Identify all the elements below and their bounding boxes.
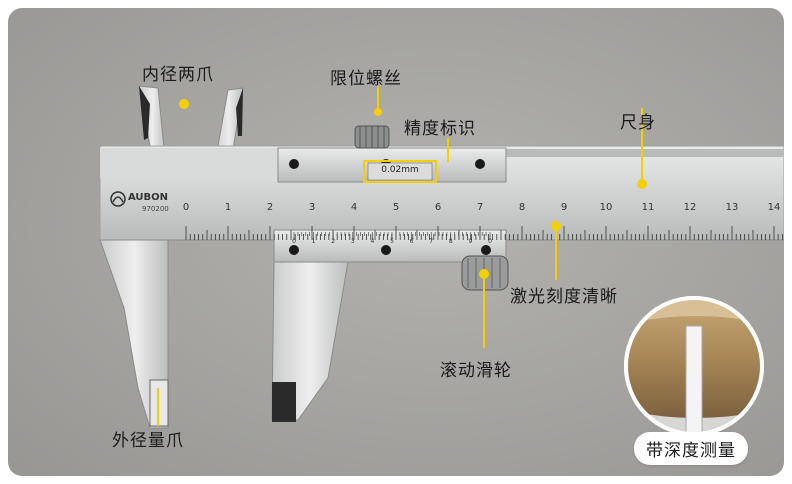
limit-screw bbox=[354, 125, 390, 149]
precision-readout: 0.02mm bbox=[381, 165, 419, 175]
vernier-number: 6 bbox=[409, 238, 414, 245]
main-scale-number: 14 bbox=[767, 202, 781, 213]
label-outer-jaws: 外径量爪 bbox=[112, 431, 184, 451]
main-scale-number: 12 bbox=[683, 202, 697, 213]
upper-slider bbox=[277, 147, 507, 183]
vernier-number: 5 bbox=[390, 238, 394, 245]
main-scale-ticks bbox=[185, 226, 783, 240]
outer-jaws bbox=[99, 239, 349, 429]
vernier-scale-ticks bbox=[293, 232, 491, 240]
brand-model: 970200 bbox=[142, 205, 169, 213]
label-precision: 精度标识 bbox=[404, 119, 476, 139]
main-scale-number: 13 bbox=[725, 202, 739, 213]
main-scale-number: 4 bbox=[350, 202, 358, 213]
vernier-number: 3 bbox=[350, 238, 355, 245]
main-scale-number: 1 bbox=[224, 202, 232, 213]
main-scale-number: 0 bbox=[182, 202, 190, 213]
main-scale-number: 7 bbox=[476, 202, 484, 213]
vernier-number: 1 bbox=[311, 238, 316, 245]
callout-leaders bbox=[157, 86, 647, 426]
label-limit-screw: 限位螺丝 bbox=[330, 69, 402, 89]
main-scale-number: 5 bbox=[392, 202, 400, 213]
main-scale-number: 6 bbox=[434, 202, 442, 213]
depth-inset bbox=[624, 296, 764, 436]
label-main-scale: 尺身 bbox=[620, 113, 656, 133]
vernier-number: 2 bbox=[331, 238, 336, 245]
main-scale-number: 2 bbox=[266, 202, 274, 213]
main-scale-number: 10 bbox=[599, 202, 613, 213]
main-scale-number: 9 bbox=[560, 202, 568, 213]
brand-name: AUBON bbox=[128, 192, 169, 203]
main-scale-number: 11 bbox=[641, 202, 655, 213]
vernier-number: 0 bbox=[292, 238, 296, 245]
main-scale-beam bbox=[99, 145, 784, 241]
label-laser-engraving: 激光刻度清晰 bbox=[510, 287, 618, 307]
vernier-number: 4 bbox=[370, 238, 375, 245]
main-scale-number: 3 bbox=[308, 202, 316, 213]
vernier-number: 8 bbox=[448, 238, 453, 245]
caliper-illustration bbox=[99, 85, 784, 436]
label-inner-jaws: 内径两爪 bbox=[142, 65, 214, 85]
depth-rod-strip bbox=[280, 149, 784, 157]
brand-logo bbox=[110, 191, 126, 207]
main-scale-number: 8 bbox=[518, 202, 526, 213]
vernier-number: 7 bbox=[429, 238, 434, 245]
label-depth: 带深度测量 bbox=[634, 432, 748, 465]
vernier-number: 9 bbox=[468, 238, 473, 245]
vernier-number: 0 bbox=[488, 238, 492, 245]
label-roller: 滚动滑轮 bbox=[440, 361, 512, 381]
